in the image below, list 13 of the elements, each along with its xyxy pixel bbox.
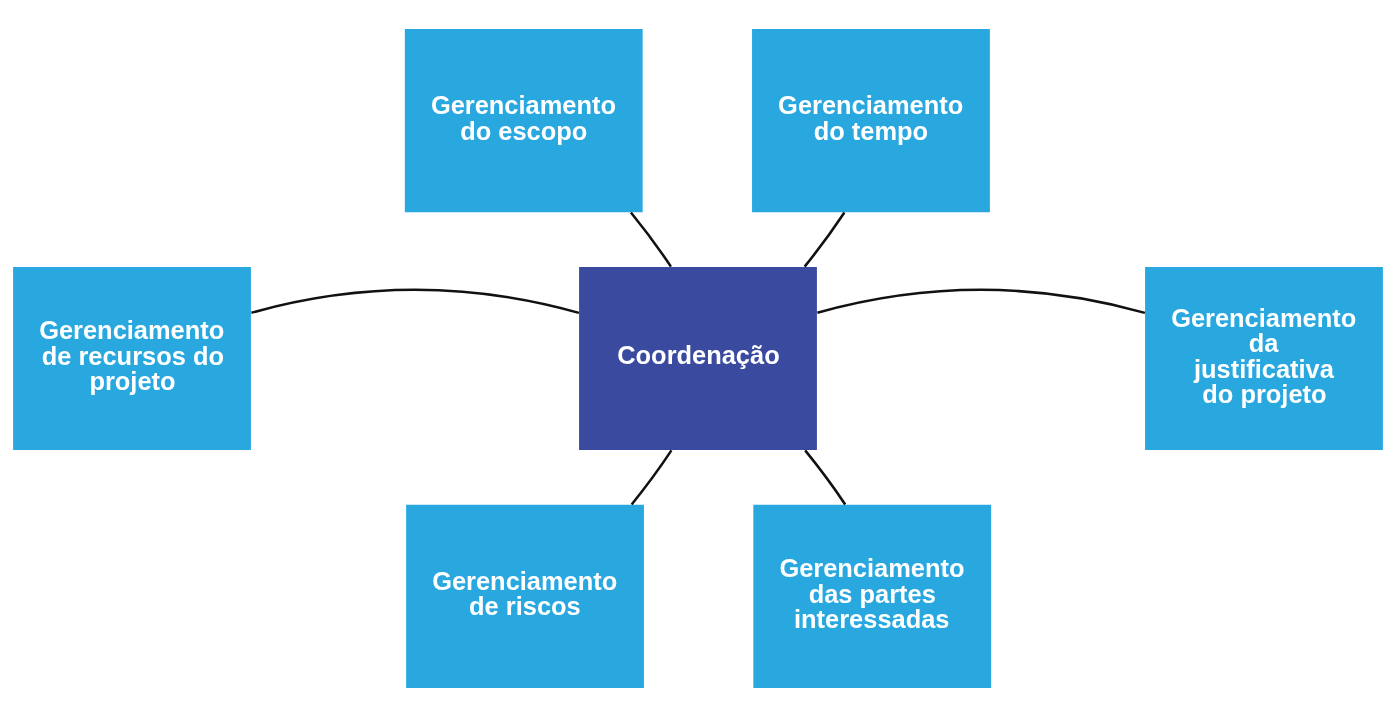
connector: [803, 211, 846, 267]
connector: [629, 211, 672, 267]
node-box: Gerenciamento do escopo: [404, 28, 643, 212]
node-box: Gerenciamento da justificativa do projeto: [1145, 266, 1383, 450]
connector: [804, 449, 847, 505]
node-box: Gerenciamento de recursos do projeto: [13, 266, 251, 450]
connector: [251, 288, 580, 314]
node-box: Coordenação: [579, 266, 817, 450]
node-box: Gerenciamento de riscos: [406, 504, 644, 688]
connector: [817, 288, 1146, 314]
node-box: Gerenciamento do tempo: [752, 28, 990, 212]
node-box: Gerenciamento das partes interessadas: [753, 504, 992, 688]
connector: [630, 449, 673, 505]
